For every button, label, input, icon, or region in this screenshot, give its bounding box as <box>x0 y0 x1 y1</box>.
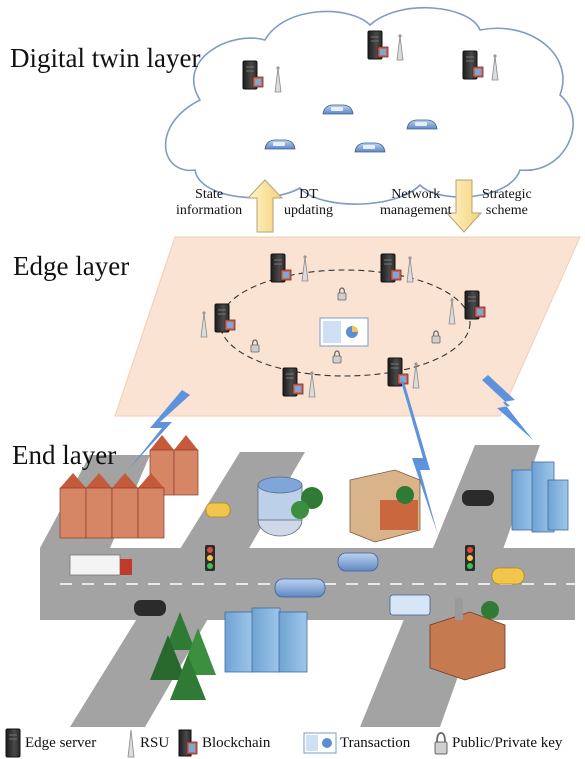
edge-layer-plane <box>114 236 581 417</box>
edge-layer-title: Edge layer <box>13 251 130 281</box>
diagram-canvas <box>40 7 581 727</box>
transaction-icon <box>319 317 369 347</box>
apartment-blocks <box>224 607 308 673</box>
forest <box>150 612 216 700</box>
digital-twin-cloud <box>164 7 574 205</box>
rsu-icon <box>127 729 135 758</box>
cloud-car-icon <box>322 104 354 115</box>
office-building <box>349 469 421 543</box>
taxi-icon <box>205 502 231 518</box>
legend-label: RSU <box>140 734 170 751</box>
car-icon <box>274 578 326 598</box>
traffic-light-icon <box>205 545 215 571</box>
down-arrow-icon <box>445 179 483 233</box>
legend-item-key: Public/Private key <box>433 727 562 759</box>
factory <box>429 598 506 681</box>
transaction-icon <box>303 732 337 754</box>
car-icon <box>134 600 166 616</box>
houses <box>59 435 199 539</box>
legend: Edge server RSU Blockchain Transaction P… <box>0 727 585 759</box>
glass-towers <box>511 461 569 533</box>
cloud-car-icon <box>354 142 386 153</box>
cloud-car-icon <box>406 119 438 130</box>
legend-label: Blockchain <box>202 734 271 751</box>
up-arrow-icon <box>246 179 284 233</box>
key-icon <box>434 732 448 755</box>
cloud-car-icon <box>264 139 296 150</box>
legend-label: Public/Private key <box>452 734 563 751</box>
edge-server-icon <box>5 728 21 758</box>
end-layer-title: End layer <box>12 440 117 470</box>
car-icon <box>337 552 379 572</box>
lightning-icon <box>128 375 533 535</box>
truck-icon <box>69 554 132 576</box>
traffic-light-icon <box>465 545 475 571</box>
legend-item-blockchain: Blockchain <box>177 727 270 759</box>
blockchain-icon <box>178 729 198 757</box>
round-building <box>257 476 323 537</box>
taxi-icon <box>491 567 525 585</box>
legend-label: Transaction <box>340 734 411 751</box>
legend-item-rsu: RSU <box>125 727 169 759</box>
legend-label: Edge server <box>25 734 97 751</box>
bus-icon <box>389 594 431 616</box>
car-icon <box>462 490 494 506</box>
legend-item-transaction: Transaction <box>303 727 410 759</box>
legend-item-edge-server: Edge server <box>4 727 96 759</box>
digital-twin-layer-title: Digital twin layer <box>10 43 201 73</box>
